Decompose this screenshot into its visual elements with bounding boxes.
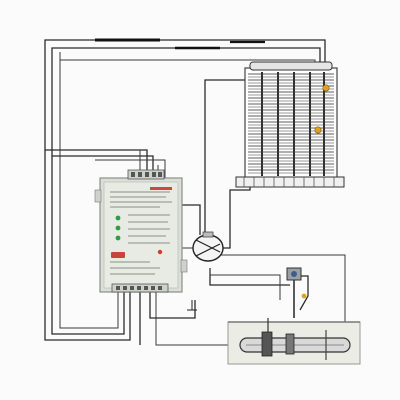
panel-mount-tab-left bbox=[94, 189, 102, 203]
compressor bbox=[192, 231, 224, 262]
wire-panel-top-a bbox=[95, 159, 166, 178]
panel-logo bbox=[111, 252, 125, 258]
wire-panel-bottom-b bbox=[149, 292, 196, 319]
drip-tray-ticks bbox=[243, 177, 335, 187]
wire-sensor-feed-b bbox=[209, 268, 281, 300]
power-supply-panel bbox=[94, 169, 188, 293]
wire-left-outer bbox=[44, 150, 131, 341]
panel-mount-tab-right bbox=[180, 259, 188, 273]
panel-led-defrost bbox=[115, 235, 121, 241]
sensor-lens bbox=[291, 271, 297, 277]
panel-face bbox=[103, 181, 179, 289]
compressor-shell bbox=[192, 234, 224, 262]
heater-clamp-center bbox=[285, 333, 295, 355]
panel-bottom-terminals bbox=[116, 286, 162, 290]
panel-led-power bbox=[115, 215, 121, 221]
evaporator-coil bbox=[235, 61, 345, 188]
compressor-symbol bbox=[195, 239, 221, 257]
coil-sensor-dot-upper bbox=[322, 84, 330, 92]
sensor-lead bbox=[299, 275, 309, 311]
wire-left-third bbox=[59, 60, 119, 329]
panel-led-run bbox=[115, 225, 121, 231]
panel-top-terminals bbox=[131, 172, 162, 177]
wire-top-outer bbox=[44, 39, 326, 178]
panel-header-mark bbox=[150, 187, 172, 190]
sensor-clip bbox=[301, 293, 307, 299]
coil-tube-passes bbox=[261, 72, 325, 176]
wire-sensor-feed bbox=[209, 268, 290, 286]
compressor-port bbox=[202, 231, 214, 238]
wire-compressor-right bbox=[220, 254, 346, 340]
coil-drip-tray bbox=[235, 176, 345, 188]
wire-coil-return bbox=[204, 79, 245, 235]
wire-panel-compressor bbox=[180, 204, 201, 235]
panel-label-lines bbox=[110, 191, 172, 275]
heater-assembly bbox=[227, 318, 361, 365]
sensor-probe bbox=[286, 267, 309, 318]
coil-header-tube bbox=[249, 61, 333, 71]
wire-compressor-coil bbox=[218, 185, 251, 249]
wire-left-inner bbox=[51, 156, 125, 335]
coil-sensor-dot-lower bbox=[314, 126, 322, 134]
heater-clamp-left bbox=[261, 331, 273, 357]
panel-led-alarm bbox=[157, 249, 163, 255]
